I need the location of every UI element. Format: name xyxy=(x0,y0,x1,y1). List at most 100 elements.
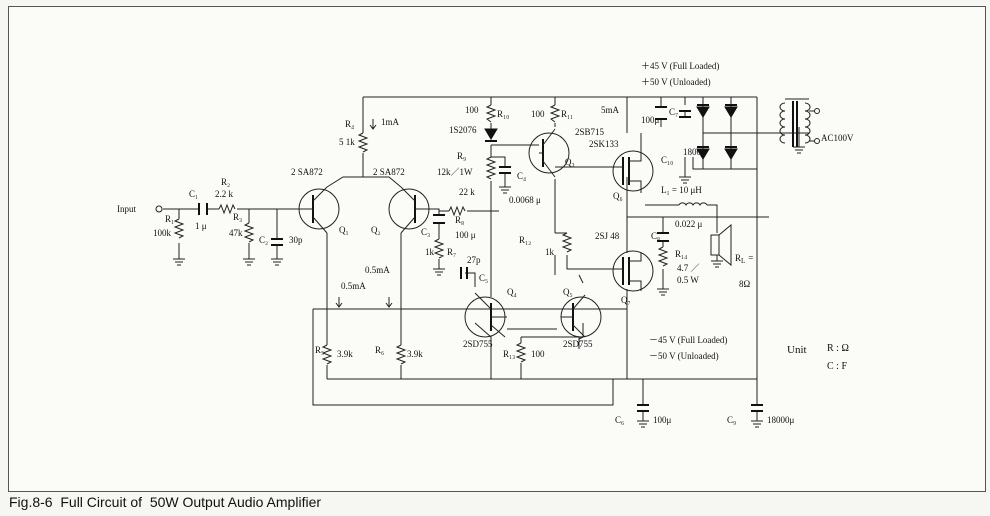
label-r5-val: 3.9k xyxy=(337,349,353,359)
label-r3-val: 47k xyxy=(229,228,243,238)
label-c9-val: 18000μ xyxy=(767,415,795,425)
r5-resistor-icon xyxy=(321,344,333,365)
label-r4: R₄ xyxy=(345,119,354,129)
figure-caption: Fig.8-6 Full Circuit of 50W Output Audio… xyxy=(9,494,322,510)
label-c6-val: 100μ xyxy=(653,415,672,425)
label-input: Input xyxy=(117,204,136,214)
r7-resistor-icon xyxy=(433,238,445,259)
label-r1-val: 100k xyxy=(153,228,172,238)
label-vminus-un: －50 V (Unloaded) xyxy=(649,351,719,361)
label-r11: R₁₁ xyxy=(561,109,573,119)
label-c2-val: 30p xyxy=(289,235,303,245)
speaker-icon xyxy=(710,223,732,267)
r4-resistor-icon xyxy=(357,132,369,153)
label-vplus-un: ＋50 V (Unloaded) xyxy=(641,77,711,87)
r13-resistor-icon xyxy=(515,342,527,363)
amplifier-schematic: Input R₁ 100k C₁ 1 μ R₂ 2.2 k R₃ 47k C₂ … xyxy=(117,61,854,428)
current-arrow-icon xyxy=(369,119,377,130)
c3-capacitor-icon xyxy=(433,214,445,224)
label-05ma-a: 0.5mA xyxy=(365,265,390,275)
r3-resistor-icon xyxy=(243,222,255,243)
label-r11-val: 100 xyxy=(531,109,545,119)
label-05ma-b: 0.5mA xyxy=(341,281,366,291)
label-q4: Q₄ xyxy=(507,287,517,297)
c8-capacitor-icon xyxy=(657,232,669,242)
label-q3-type: 2SB715 xyxy=(575,127,605,137)
r12-resistor-icon xyxy=(561,232,573,253)
r10-resistor-icon xyxy=(485,104,497,123)
label-q5: Q₅ xyxy=(563,287,573,297)
label-r8: R₈ xyxy=(455,215,464,225)
label-q1: Q₁ xyxy=(339,225,349,235)
c4-capacitor-icon xyxy=(499,166,511,174)
transformer-icon xyxy=(779,101,820,147)
label-rl-val: 8Ω xyxy=(739,279,751,289)
label-r3: R₃ xyxy=(233,212,242,222)
label-1ma: 1mA xyxy=(381,117,400,127)
label-r13-val: 100 xyxy=(531,349,545,359)
label-c6: C₆ xyxy=(615,415,624,425)
bridge-rectifier-icon xyxy=(696,104,738,160)
label-unit-c: C : F xyxy=(827,361,847,372)
label-c4: C₄ xyxy=(517,171,526,181)
label-q3: Q₃ xyxy=(565,157,575,167)
label-r10: R₁₀ xyxy=(497,109,509,119)
q4-transistor-icon xyxy=(464,292,507,338)
label-q2: Q₂ xyxy=(371,225,381,235)
diode-icon xyxy=(484,128,498,140)
c9-capacitor-icon xyxy=(751,404,763,412)
label-r13: R₁₃ xyxy=(503,349,515,359)
labels: Input R₁ 100k C₁ 1 μ R₂ 2.2 k R₃ 47k C₂ … xyxy=(117,61,854,425)
label-c3: C₃ xyxy=(421,227,430,237)
c2-capacitor-icon xyxy=(271,238,283,246)
label-r9: R₉ xyxy=(457,151,466,161)
components xyxy=(155,101,820,428)
label-r8-val: 22 k xyxy=(459,187,475,197)
label-c7-val: 100μ xyxy=(641,115,660,125)
label-1s2076: 1S2076 xyxy=(449,125,477,135)
label-ac: AC100V xyxy=(821,133,854,143)
label-c7: C₇ xyxy=(669,107,678,117)
label-q2-type: 2 SA872 xyxy=(373,167,405,177)
label-c8: C₈ xyxy=(651,231,660,241)
input-terminal-icon xyxy=(155,205,163,213)
label-r14-val-a: 4.7 ／ xyxy=(677,263,700,273)
ground-icon xyxy=(173,146,805,428)
label-q5-type: 2SD755 xyxy=(563,339,593,349)
label-vminus-full: －45 V (Full Loaded) xyxy=(649,335,727,345)
label-c5: C₅ xyxy=(479,273,488,283)
label-c5-val: 27p xyxy=(467,255,481,265)
label-r12: R₁₂ xyxy=(519,235,531,245)
label-c8-val: 0.022 μ xyxy=(675,219,703,229)
label-c10-val: 1800μ xyxy=(683,147,706,157)
q5-transistor-icon xyxy=(560,294,602,338)
r14-resistor-icon xyxy=(657,246,669,267)
c6-capacitor-icon xyxy=(637,404,649,412)
label-q6-type: 2SK133 xyxy=(589,139,619,149)
c5-capacitor-icon xyxy=(460,267,468,279)
r8-resistor-icon xyxy=(448,205,466,217)
label-5ma: 5mA xyxy=(601,105,620,115)
label-r7-val: 1k xyxy=(425,247,435,257)
label-r14-val-b: 0.5 W xyxy=(677,275,699,285)
label-c3-val: 100 μ xyxy=(455,230,476,240)
label-c9: C₉ xyxy=(727,415,736,425)
q2-transistor-icon xyxy=(388,186,430,234)
label-r6-val: 3.9k xyxy=(407,349,423,359)
current-arrow-icon xyxy=(385,297,393,308)
label-unit: Unit xyxy=(787,344,807,356)
label-r10-val: 100 xyxy=(465,105,479,115)
label-unit-r: R : Ω xyxy=(827,343,849,354)
q6-mosfet-icon xyxy=(612,133,654,193)
r9-resistor-icon xyxy=(485,156,497,180)
label-l1: L₁ = 10 μH xyxy=(661,185,702,195)
label-c1: C₁ xyxy=(189,189,198,199)
r11-resistor-icon xyxy=(549,104,561,123)
r1-resistor-icon xyxy=(173,218,185,239)
label-c4-val: 0.0068 μ xyxy=(509,195,541,205)
label-r2-val: 2.2 k xyxy=(215,189,234,199)
schematic-frame: Input R₁ 100k C₁ 1 μ R₂ 2.2 k R₃ 47k C₂ … xyxy=(8,6,986,492)
label-r7: R₇ xyxy=(447,247,456,257)
q3-transistor-icon xyxy=(528,128,570,178)
current-arrow-icon xyxy=(335,297,343,308)
